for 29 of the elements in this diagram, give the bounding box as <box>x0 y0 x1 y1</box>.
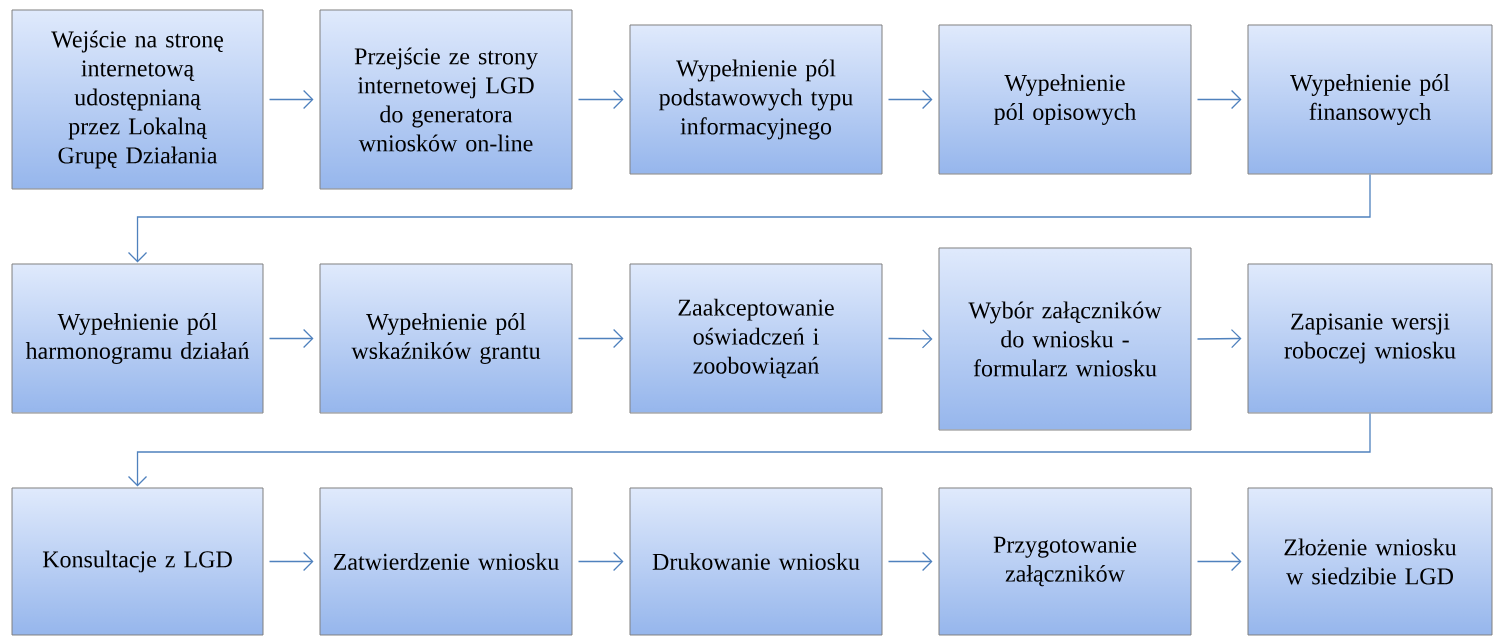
process-box: Zaakceptowanie oświadczeń i zoobowiązań <box>629 263 883 414</box>
process-box: Drukowanie wniosku <box>629 487 883 636</box>
process-box: Wejście na stronę internetową udostępnianą przez Lokalną Grupę Działania <box>11 9 264 190</box>
process-box: Przejście ze strony internetowej LGD do generatora wniosków on-line <box>319 9 573 190</box>
arrow <box>577 551 624 572</box>
arrow <box>1196 89 1242 110</box>
process-box: Konsultacje z LGD <box>11 487 264 636</box>
arrow <box>1196 551 1242 572</box>
arrow <box>887 551 933 572</box>
arrow <box>268 89 314 110</box>
arrow <box>577 328 624 349</box>
process-box: Wypełnienie pól opisowych <box>938 24 1192 175</box>
arrow <box>577 89 624 110</box>
process-box: Zapisanie wersji roboczej wniosku <box>1247 263 1493 414</box>
process-box: Zatwierdzenie wniosku <box>319 487 573 636</box>
process-box: Wypełnienie pól podstawowych typu informacyjnego <box>629 24 883 175</box>
process-box: Przygotowanie załączników <box>938 487 1192 636</box>
process-box: Wypełnienie pól finansowych <box>1247 24 1493 175</box>
arrow <box>127 412 1371 487</box>
arrow <box>268 551 314 572</box>
process-box: Wypełnienie pól wskaźników grantu <box>319 263 573 414</box>
process-box: Wypełnienie pól harmonogramu działań <box>11 263 264 414</box>
arrow <box>887 329 933 349</box>
arrow <box>1196 328 1242 349</box>
arrow <box>127 173 1371 263</box>
arrow <box>268 328 314 349</box>
arrow <box>887 89 933 110</box>
process-box: Złożenie wniosku w siedzibie LGD <box>1247 487 1493 636</box>
process-box: Wybór załączników do wniosku - formularz wniosku <box>938 247 1192 431</box>
